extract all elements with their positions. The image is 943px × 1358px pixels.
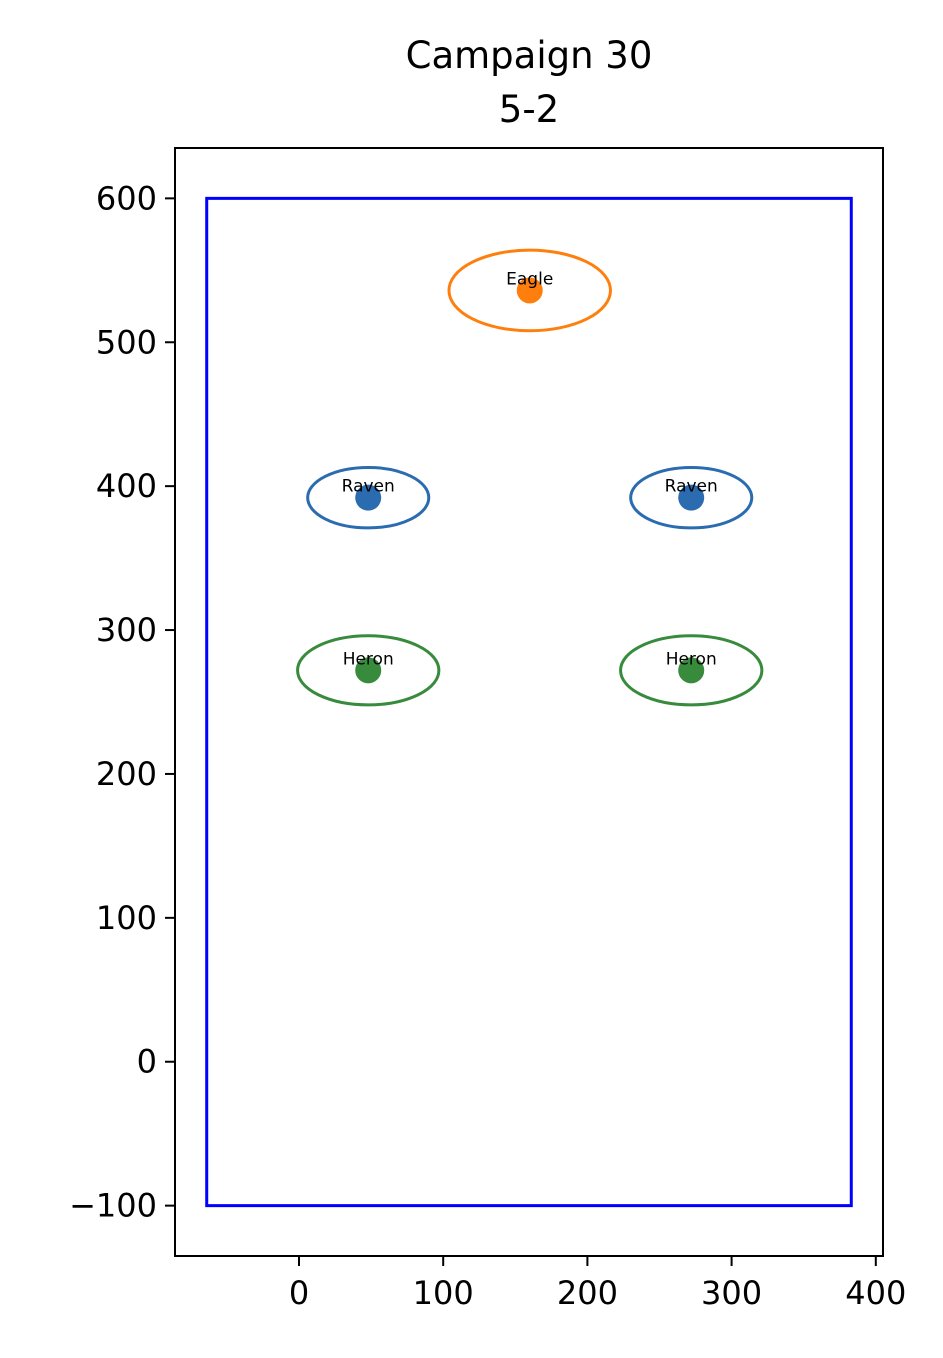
boundary-rect [205,196,853,1208]
x-tick-label-2: 200 [557,1274,618,1312]
point-ellipse-1 [306,465,431,530]
point-marker-0 [516,277,543,304]
point-label-2: Raven [665,477,718,497]
x-tick-label-1: 100 [413,1274,474,1312]
point-label-0: Eagle [506,269,553,289]
axis-ticks: 0 100 200 300 400 600 500 400 300 200 100 0 −100 [69,179,906,1312]
y-tick-label-3: 300 [96,611,157,649]
x-tick-label-3: 300 [701,1274,762,1312]
point-ellipse-3 [296,634,441,707]
point-marker-1 [355,484,382,511]
chart-subtitle: 5-2 [499,88,559,131]
y-tick-label-7: −100 [69,1187,157,1225]
point-marker-3 [355,657,382,684]
point-marker-2 [678,484,705,511]
point-ellipse-4 [619,634,764,707]
y-tick-label-6: 0 [137,1043,157,1081]
y-tick-label-1: 500 [96,323,157,361]
point-label-4: Heron [666,649,717,669]
y-tick-label-2: 400 [96,467,157,505]
point-marker-4 [678,657,705,684]
y-tick-label-0: 600 [96,179,157,217]
point-label-3: Heron [343,649,394,669]
x-tick-label-0: 0 [289,1274,309,1312]
point-ellipse-0 [447,248,612,333]
y-tick-label-5: 100 [96,899,157,937]
chart-title: Campaign 30 [406,34,653,77]
axes-frame [174,147,884,1257]
point-label-1: Raven [342,477,395,497]
point-ellipse-2 [629,465,754,530]
x-tick-label-4: 400 [845,1274,906,1312]
y-tick-label-4: 200 [96,755,157,793]
